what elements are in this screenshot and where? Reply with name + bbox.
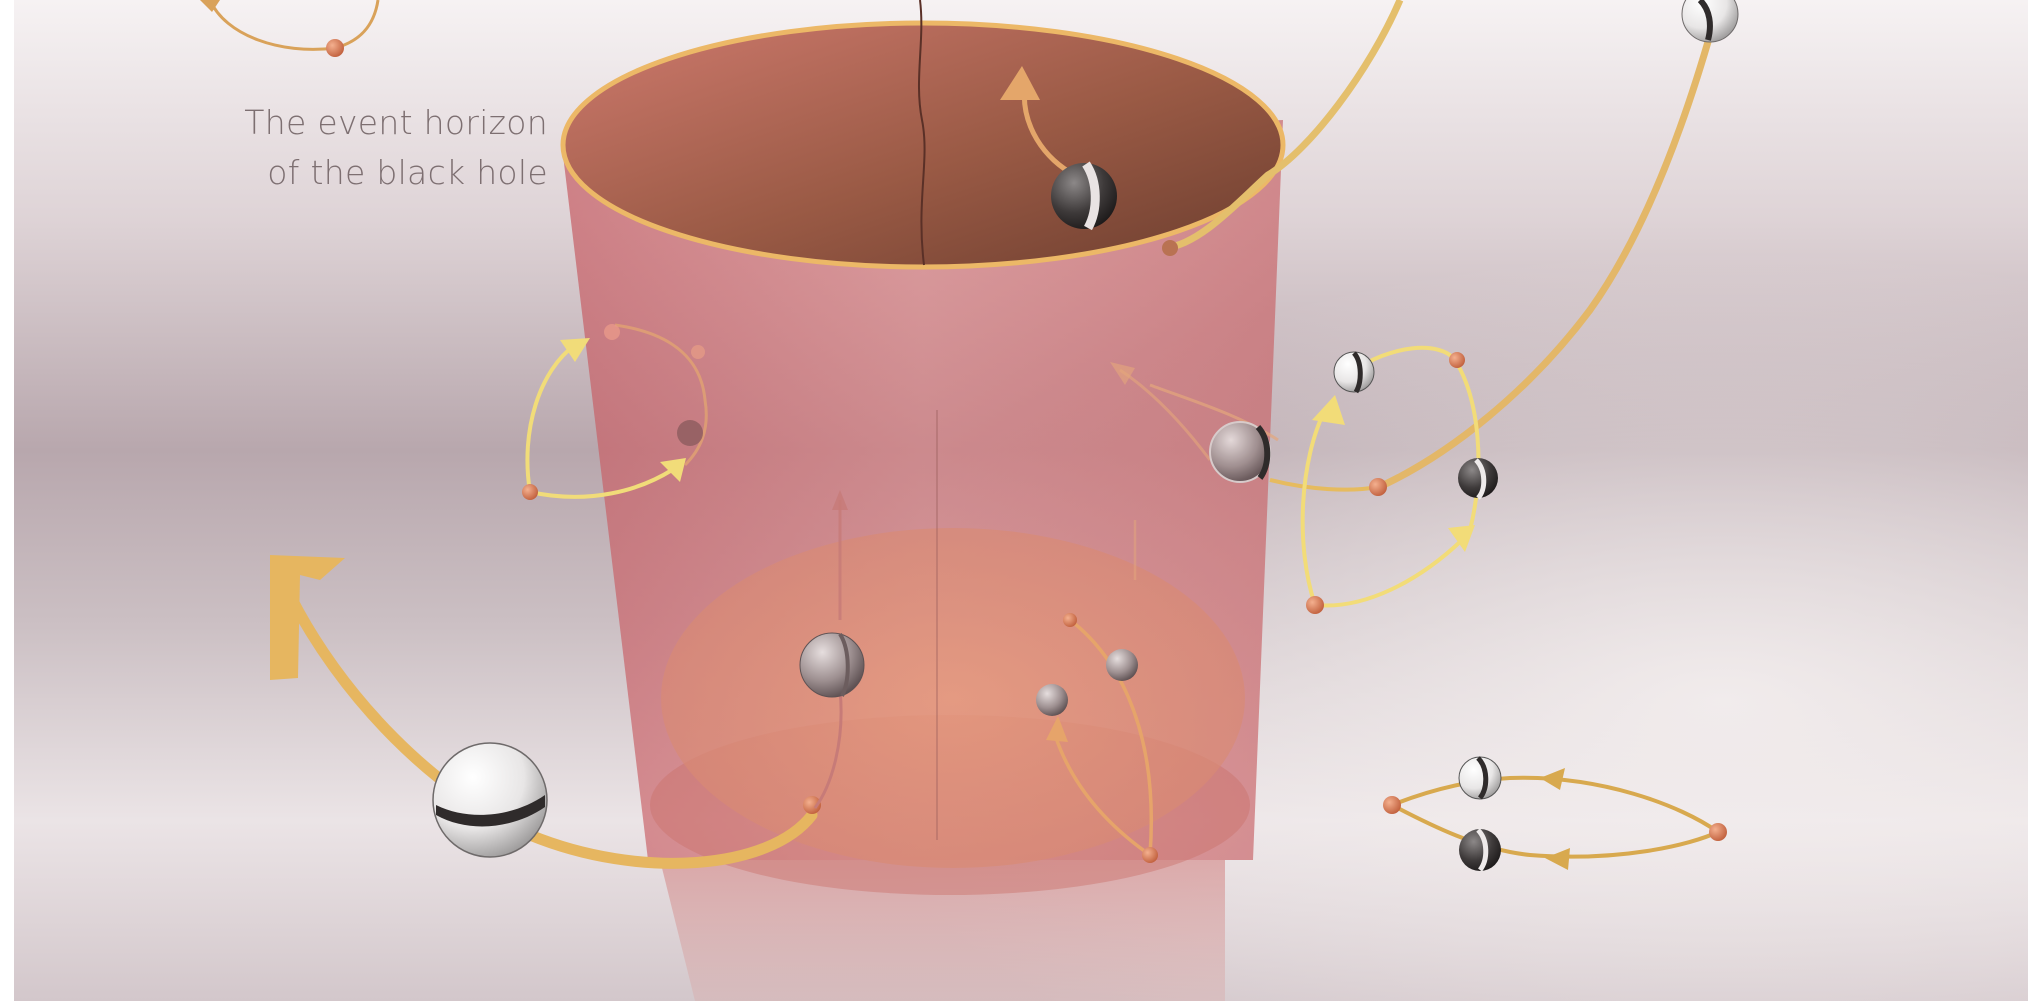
spinning-sphere-icon [433,743,547,857]
orbit-node [326,39,344,57]
event-horizon-cylinder [563,0,1283,1001]
orbit-node [1383,796,1401,814]
spinning-sphere-icon [1334,352,1374,392]
orbit-node [1063,613,1077,627]
caption-line-1: The event horizon [150,98,548,148]
orbit-node [691,345,705,359]
spinning-sphere-icon [800,633,864,697]
inner-disc [661,528,1245,868]
orbit-node [604,324,620,340]
left-page-margin [0,0,14,1001]
orbit-node [1449,352,1465,368]
orbit-node [1162,240,1178,256]
spinning-sphere-icon [1051,163,1117,229]
event-horizon-caption: The event horizon of the black hole [150,98,548,198]
caption-line-2: of the black hole [150,148,548,198]
spinning-sphere-icon [677,420,703,446]
orbit-node [1306,596,1324,614]
spinning-sphere-icon [1036,684,1068,716]
orbit-node [1709,823,1727,841]
orbit-node [1142,847,1158,863]
orbit-node [1369,478,1387,496]
orbit-node [522,484,538,500]
spinning-sphere-icon [1106,649,1138,681]
